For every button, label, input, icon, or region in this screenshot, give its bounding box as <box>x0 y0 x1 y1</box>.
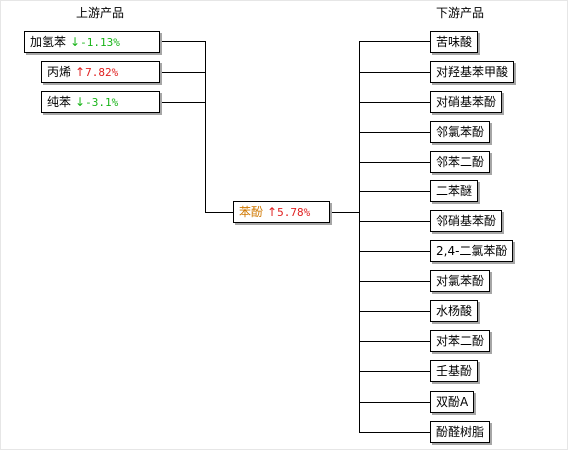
arrow-down-icon: ↓ <box>75 95 86 109</box>
connector-line <box>359 432 430 433</box>
downstream-node: 对羟基苯甲酸 <box>430 61 515 83</box>
price-change: -1.13% <box>80 36 120 49</box>
downstream-node: 邻硝基苯酚 <box>430 210 503 232</box>
downstream-node: 对氯苯酚 <box>430 270 491 292</box>
node-name: 纯苯 <box>47 95 72 109</box>
downstream-node: 酚醛树脂 <box>430 421 491 443</box>
upstream-node-benzene: 纯苯↓-3.1% <box>41 91 160 113</box>
connector-line <box>359 41 430 42</box>
connector-line <box>359 72 430 73</box>
downstream-node: 邻氯苯酚 <box>430 121 491 143</box>
connector-line <box>359 162 430 163</box>
connector-line <box>160 41 205 42</box>
connector-line <box>205 212 233 213</box>
price-change: 5.78% <box>277 206 311 219</box>
upstream-node-propylene: 丙烯↑7.82% <box>41 61 160 83</box>
connector-line <box>359 371 430 372</box>
connector-line <box>205 41 206 213</box>
center-node-phenol: 苯酚↑5.78% <box>233 201 330 223</box>
connector-line <box>160 72 205 73</box>
price-change: -3.1% <box>85 96 119 109</box>
price-change: 7.82% <box>85 66 119 79</box>
connector-line <box>359 341 430 342</box>
node-name: 苯酚 <box>239 205 264 219</box>
downstream-node: 二苯醚 <box>430 180 479 202</box>
downstream-node: 对硝基苯酚 <box>430 91 503 113</box>
downstream-node: 苦味酸 <box>430 31 479 53</box>
downstream-node: 邻苯二酚 <box>430 151 491 173</box>
connector-line <box>359 251 430 252</box>
connector-line <box>359 102 430 103</box>
arrow-down-icon: ↓ <box>70 35 81 49</box>
downstream-node: 2,4-二氯苯酚 <box>430 240 514 262</box>
connector-line <box>359 221 430 222</box>
arrow-up-icon: ↑ <box>75 65 86 79</box>
upstream-heading: 上游产品 <box>76 6 125 20</box>
node-name: 丙烯 <box>47 65 72 79</box>
connector-line <box>160 102 205 103</box>
downstream-heading: 下游产品 <box>436 6 485 20</box>
node-name: 加氢苯 <box>30 35 67 49</box>
connector-line <box>359 311 430 312</box>
downstream-node: 壬基酚 <box>430 360 479 382</box>
connector-line <box>359 191 430 192</box>
arrow-up-icon: ↑ <box>267 205 278 219</box>
downstream-node: 对苯二酚 <box>430 330 491 352</box>
connector-line <box>359 132 430 133</box>
downstream-node: 水杨酸 <box>430 300 479 322</box>
upstream-node-hydrobenzene: 加氢苯↓-1.13% <box>24 31 160 53</box>
connector-line <box>359 41 360 432</box>
connector-line <box>330 212 360 213</box>
connector-line <box>359 402 430 403</box>
downstream-node: 双酚A <box>430 391 475 413</box>
connector-line <box>359 281 430 282</box>
